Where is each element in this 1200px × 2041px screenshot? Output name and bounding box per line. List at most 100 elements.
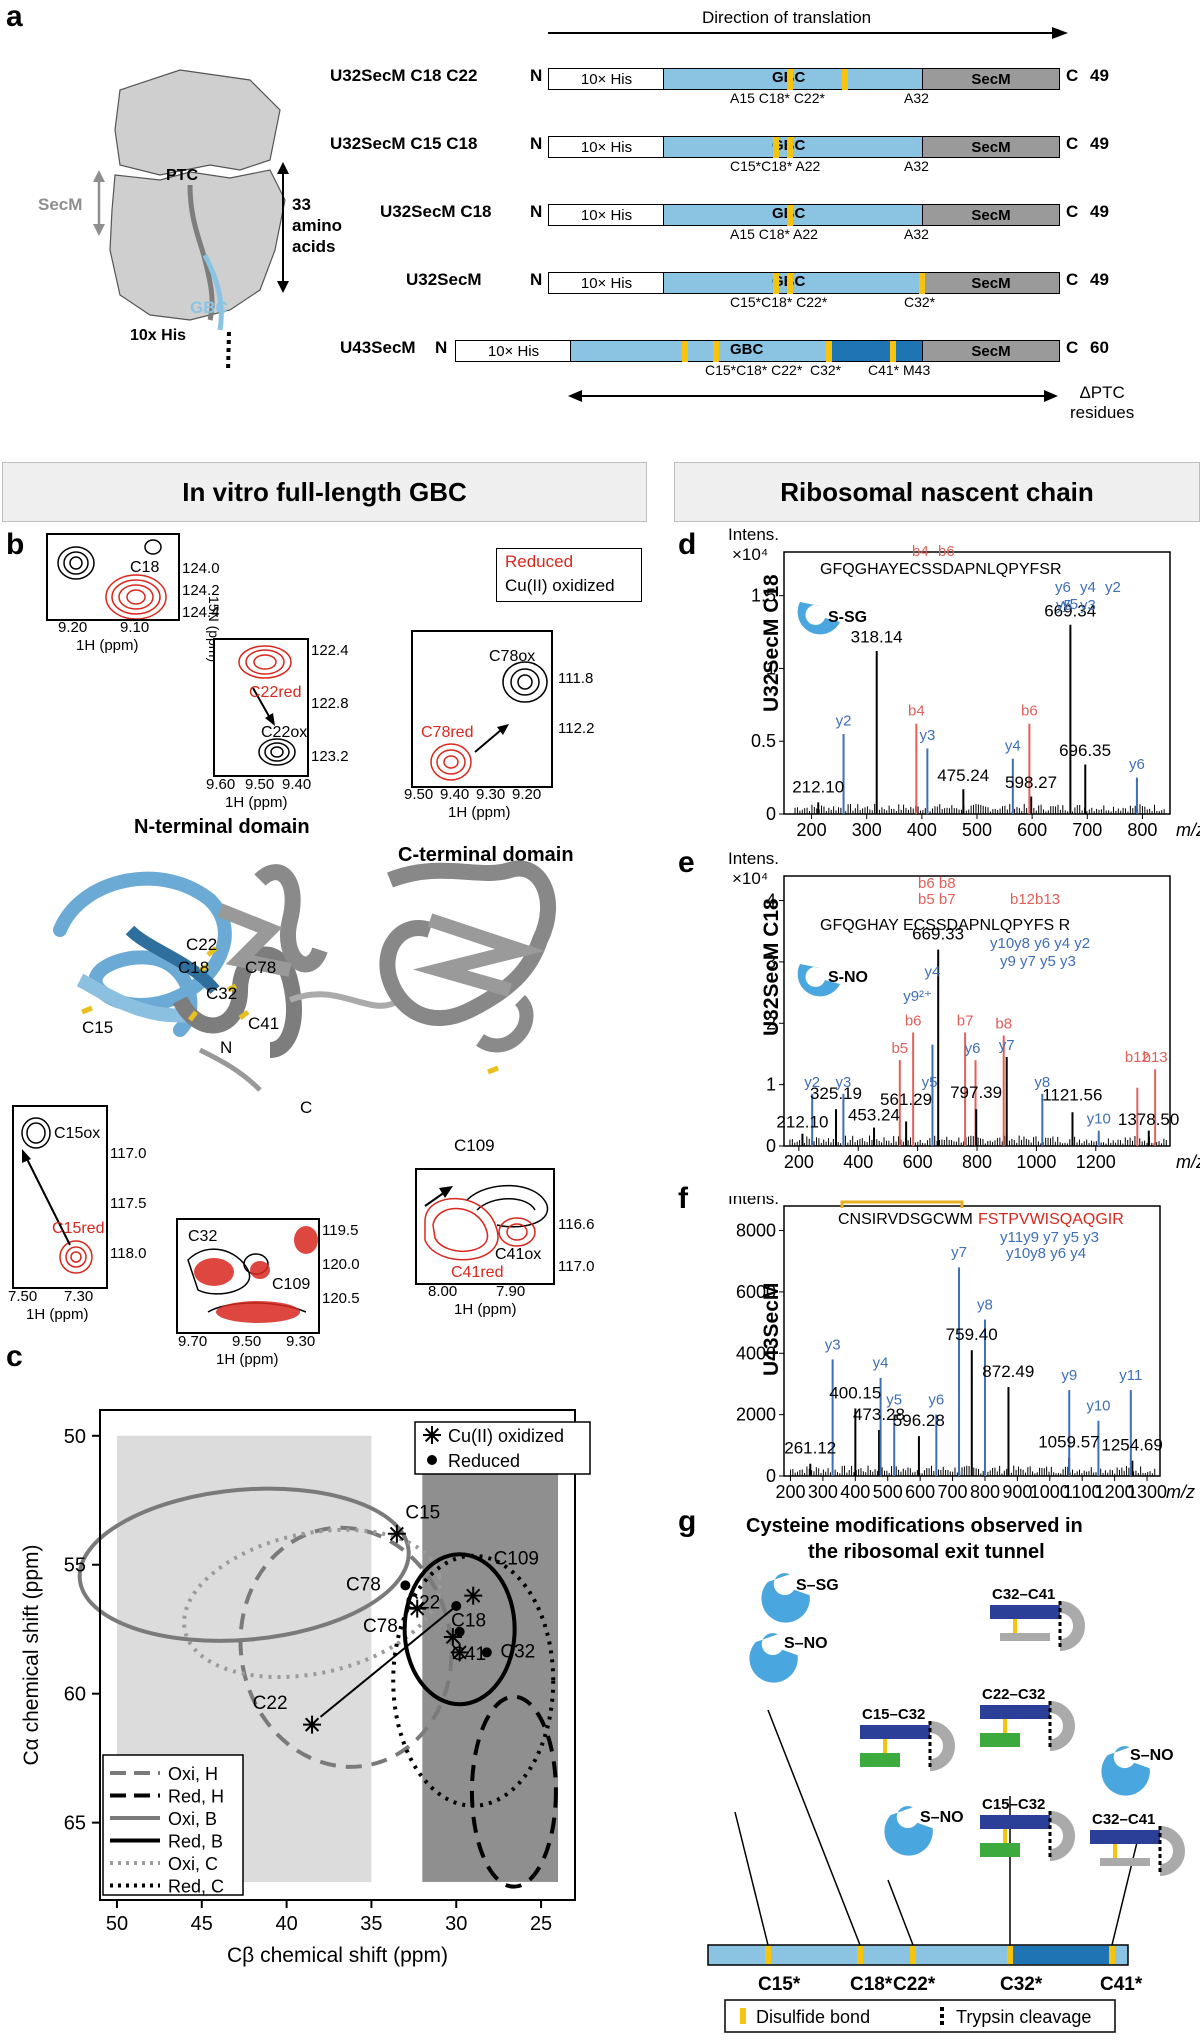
ion-peak-label: y11	[1119, 1367, 1142, 1384]
x-tick-label: 400	[840, 1482, 870, 1502]
cysteine-marker	[910, 1946, 916, 1964]
y-tick-label: 50	[64, 1426, 86, 1448]
y-tick-label: 0.5	[751, 731, 776, 751]
ion-peak-label: y6	[965, 1040, 981, 1057]
ion-peak-label: y4	[1005, 737, 1021, 754]
x-axis-label: Cβ chemical shift (ppm)	[227, 1944, 448, 1967]
construct-residue-mark-32: A32	[904, 90, 929, 106]
y-tick-label: 55	[64, 1555, 86, 1577]
point-label: C41	[451, 1644, 486, 1665]
legend-disulfide: Disulfide bond	[756, 2007, 870, 2027]
construct-n-terminus: N	[530, 270, 543, 289]
construct-residue-marks: C15*C18* C22*	[730, 294, 828, 310]
strand-bottom	[980, 1733, 1020, 1747]
construct-residue-mark-32: A32	[904, 158, 929, 174]
peak-label: 261.12	[784, 1439, 836, 1458]
exponent-label: ×10⁴	[732, 545, 768, 564]
bar-residue-label: C41*	[1100, 1974, 1143, 1995]
ion-peak-label: y2	[804, 1074, 820, 1091]
panel-label-f: f	[678, 1182, 688, 1215]
modification-label: S-NO	[828, 969, 868, 986]
ion-peak-label: b5	[891, 1040, 908, 1057]
strand-top	[1090, 1830, 1160, 1844]
construct-residue-mark-32: C32*	[810, 362, 842, 378]
nmr-inset-c18: C18	[46, 533, 180, 621]
x-tick-label: 1100	[1063, 1482, 1102, 1502]
c22-ox-label: C22ox	[261, 724, 308, 741]
b-ion-label: b6 b8	[918, 875, 956, 892]
c18-ytick-1: 124.0	[182, 560, 220, 577]
construct-length: 49	[1090, 66, 1109, 85]
modification-label: S-SG	[828, 609, 867, 626]
oxidized-point	[303, 1715, 322, 1734]
x-tick-label: 500	[873, 1482, 903, 1502]
c41-xlabel: 1H (ppm)	[454, 1301, 517, 1318]
panel-right-header: Ribosomal nascent chain	[674, 462, 1200, 522]
panel-label-g: g	[678, 1505, 697, 1538]
y-ion-label: y10y8 y6 y4 y2	[990, 935, 1090, 952]
strand-top	[980, 1705, 1050, 1719]
ion-peak-label: y4	[925, 963, 941, 980]
peptide-sequence-1: CNSIRVDSGCWM	[838, 1211, 973, 1228]
x-tick-label: 300	[852, 820, 882, 840]
c32-ytick-2: 120.0	[322, 1256, 360, 1273]
cysteine-marker	[1007, 1946, 1013, 1964]
tunnel-turn	[1059, 1601, 1085, 1651]
construct-name: U43SecM	[340, 338, 416, 357]
cysteine-marker	[773, 273, 779, 294]
c15-ox-label: C15ox	[54, 1125, 101, 1142]
c22-red-label: C22red	[249, 684, 302, 701]
c15-red-label: C15red	[52, 1220, 105, 1237]
exponent-label: ×10⁴	[732, 869, 768, 888]
construct-c-terminus: C	[1066, 134, 1079, 153]
ellipse-red-h	[238, 1525, 454, 1769]
peak-label: 1254.69	[1101, 1436, 1162, 1455]
g-legend-box	[724, 1999, 1116, 2033]
x-tick-label: 300	[808, 1482, 838, 1502]
strand-top	[860, 1725, 930, 1739]
his-tag-box: 10× His	[455, 340, 572, 362]
x-tick-label: 900	[1002, 1482, 1032, 1502]
ion-peak-label: y8	[977, 1296, 993, 1313]
x-tick-label: 1300	[1127, 1482, 1167, 1502]
secm-box: SecM	[922, 68, 1060, 90]
mod-label: S–SG	[796, 1577, 839, 1594]
span-word1: amino	[292, 216, 343, 235]
construct-name: U32SecM C18 C22	[330, 66, 478, 85]
his-tag-box: 10× His	[548, 272, 665, 294]
y-ion-label: y2	[1105, 579, 1121, 596]
c15-ytick-1: 117.0	[110, 1145, 147, 1162]
y-tick-label: 2	[766, 1013, 776, 1033]
gbc-pacman-icon	[1101, 1746, 1150, 1796]
direction-label: Direction of translation	[702, 8, 872, 27]
nmr-inset-c15: C15ox C15red	[12, 1105, 108, 1289]
oxidized-point	[387, 1524, 406, 1543]
y-tick-label: 1.5	[751, 586, 776, 606]
peak-label: 1121.56	[1042, 1085, 1102, 1104]
strand-top	[980, 1815, 1050, 1829]
dptc-label-line2: residues	[1070, 403, 1135, 422]
disulfide-label: C22–C32	[982, 1686, 1045, 1703]
point-label: C78	[363, 1616, 398, 1637]
his-tag-label: 10× His	[580, 138, 633, 156]
style-legend-label: Oxi, B	[168, 1809, 217, 1829]
x-tick-label: 700	[1072, 820, 1102, 840]
ion-peak-label: y4	[873, 1355, 889, 1372]
ion-peak-label: b6	[1021, 702, 1038, 719]
ion-peak-label: b6	[905, 1012, 922, 1029]
c18-xlabel: 1H (ppm)	[76, 637, 139, 654]
n-terminal-domain-title: N-terminal domain	[134, 816, 310, 838]
y-ion-label: y9 y7 y5 y3	[1000, 953, 1076, 970]
legend-oxidized: Cu(II) oxidized	[505, 576, 615, 595]
x-tick-label: 400	[907, 820, 937, 840]
res-c32: C32	[206, 984, 238, 1003]
strand-bottom	[1100, 1858, 1150, 1866]
ion-peak-label: b7	[957, 1012, 974, 1029]
c15-ytick-3: 118.0	[110, 1245, 147, 1262]
panel-g-title-2: the ribosomal exit tunnel	[808, 1541, 1045, 1563]
res-c22: C22	[186, 935, 218, 954]
ms-spectrum-e: 2004006008001000120001234m/z212.10325.19…	[728, 849, 1200, 1172]
ion-peak-label: y10	[1087, 1111, 1111, 1128]
y-ion-label: y6	[1055, 579, 1071, 596]
x-tick-label: 45	[191, 1913, 213, 1935]
